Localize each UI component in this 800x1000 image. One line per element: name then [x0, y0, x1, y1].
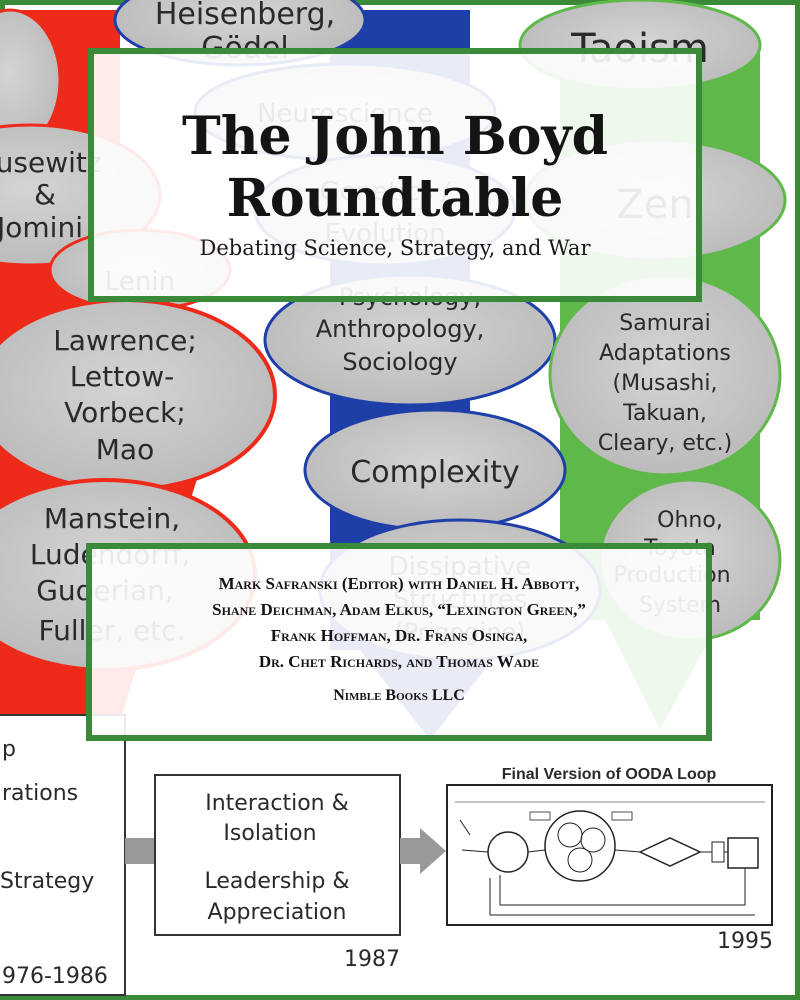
- diagram-label: 1995: [717, 929, 773, 954]
- diagram-label: rations: [2, 781, 78, 806]
- book-title-line-2: Roundtable: [226, 168, 564, 229]
- publisher-name: Nimble Books LLC: [333, 687, 465, 704]
- diagram-label: Vorbeck;: [64, 396, 186, 429]
- diagram-label: 976-1986: [2, 964, 108, 989]
- diagram-label: Sociology: [342, 348, 457, 376]
- diagram-label: Adaptations: [599, 341, 731, 366]
- diagram-label: Anthropology,: [316, 315, 485, 343]
- title-panel: The John Boyd Roundtable Debating Scienc…: [88, 48, 702, 302]
- diagram-label: Samurai: [619, 311, 710, 336]
- author-line: Frank Hoffman, Dr. Frans Osinga,: [270, 626, 528, 645]
- diagram-label: Leadership &: [204, 869, 349, 894]
- timeline-box-left: [0, 714, 126, 996]
- diagram-label: (Musashi,: [613, 371, 718, 396]
- diagram-label: 1987: [344, 947, 400, 972]
- diagram-label: &: [34, 178, 56, 211]
- diagram-label: Manstein,: [44, 502, 180, 535]
- diagram-label: Mao: [96, 433, 154, 466]
- diagram-label: Interaction &: [205, 791, 349, 816]
- author-line: Dr. Chet Richards, and Thomas Wade: [258, 652, 540, 671]
- ooda-diagram: [446, 784, 773, 926]
- book-title-line-1: The John Boyd: [182, 106, 608, 167]
- diagram-label: Appreciation: [208, 900, 347, 925]
- diagram-label: Takuan,: [622, 401, 707, 426]
- diagram-label: Heisenberg,: [155, 0, 335, 32]
- diagram-label: Strategy: [0, 869, 94, 894]
- author-panel: Mark Safranski (Editor) with Daniel H. A…: [86, 543, 712, 741]
- diagram-label: Isolation: [223, 821, 316, 846]
- diagram-label: p: [2, 737, 16, 762]
- diagram-label: Lettow-: [70, 360, 174, 393]
- timeline-box-mid: [154, 774, 401, 936]
- diagram-label: Ohno,: [657, 508, 723, 533]
- diagram-label: Lawrence;: [53, 324, 197, 357]
- diagram-label: Complexity: [350, 455, 519, 490]
- diagram-label: Final Version of OODA Loop: [502, 766, 717, 783]
- diagram-label: Jomini: [0, 211, 83, 244]
- book-subtitle: Debating Science, Strategy, and War: [199, 236, 591, 260]
- author-line: Shane Deichman, Adam Elkus, “Lexington G…: [212, 600, 586, 619]
- diagram-label: Cleary, etc.): [598, 431, 732, 456]
- diagram-label: ausewitz: [0, 146, 102, 179]
- author-line: Mark Safranski (Editor) with Daniel H. A…: [218, 574, 580, 593]
